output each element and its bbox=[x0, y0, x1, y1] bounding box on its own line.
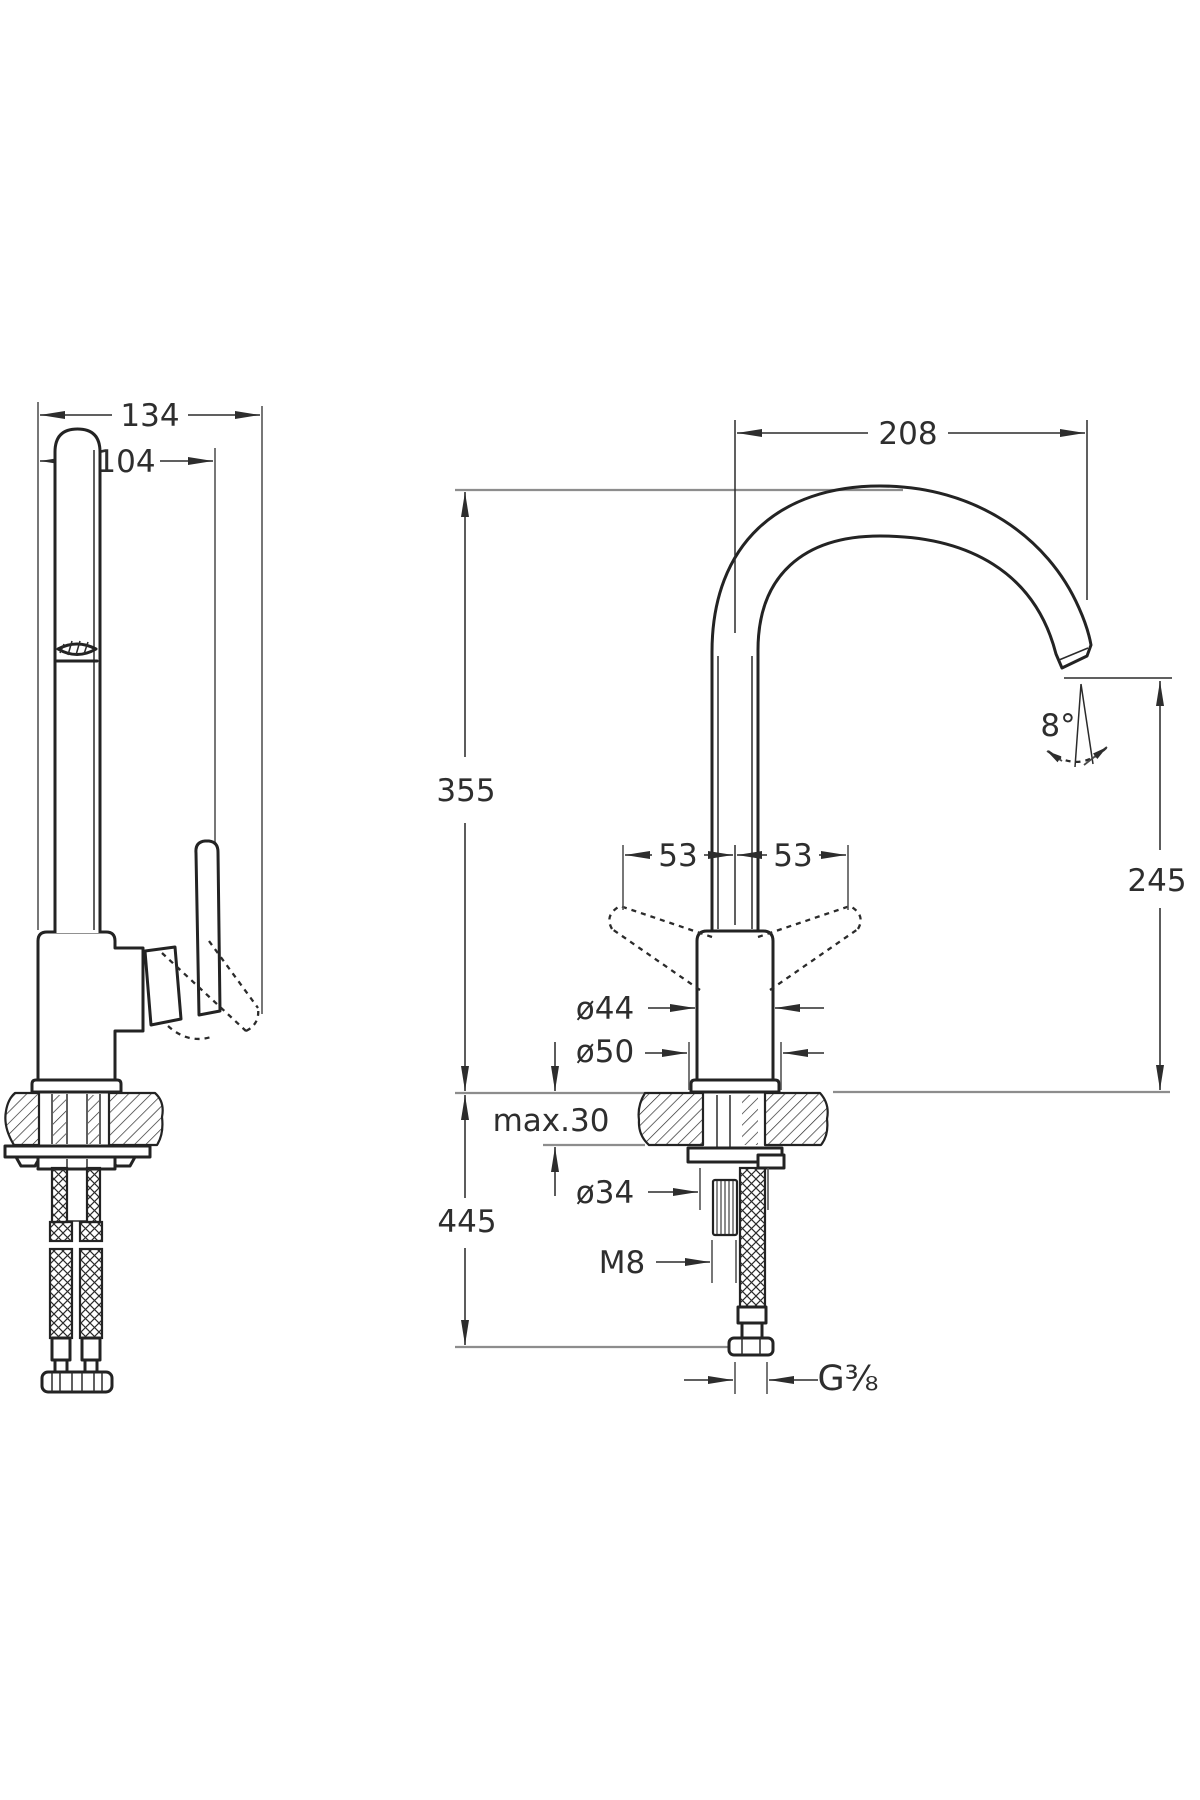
hose-fitting-neck bbox=[53, 1358, 69, 1374]
base-plate bbox=[30, 1078, 123, 1094]
faucet-body-outline bbox=[36, 930, 145, 1082]
handle-lever-swung-dashed bbox=[161, 940, 260, 1033]
hose-fitting-neck bbox=[83, 1358, 99, 1374]
shank-walls bbox=[51, 1094, 101, 1144]
base-plate bbox=[689, 1078, 781, 1094]
dim-label-outlet-angle: 8° bbox=[1040, 708, 1075, 744]
handle-swing-arc-dashed bbox=[167, 1025, 212, 1041]
washer-tab bbox=[14, 1155, 42, 1168]
handle-lever-left-dashed bbox=[608, 904, 713, 991]
shank-thread-hatch bbox=[53, 1095, 66, 1144]
spout-arc-outline bbox=[710, 484, 1093, 933]
front-view-dimensions: 208 355 445 max.30 53 53 bbox=[436, 416, 1186, 1399]
dim-label-spout-depth: 104 bbox=[96, 444, 155, 480]
shank-tube-walls bbox=[716, 1095, 731, 1147]
front-view-mounting bbox=[637, 1091, 829, 1357]
spout-tip-aerator-line bbox=[1058, 647, 1089, 661]
front-view: 208 355 445 max.30 53 53 bbox=[436, 416, 1186, 1399]
angle-arrow-right bbox=[1083, 746, 1108, 766]
hose-braid bbox=[738, 1166, 767, 1309]
dim-label-spout-reach: 208 bbox=[878, 416, 937, 452]
dim-label-outlet-height: 245 bbox=[1127, 863, 1186, 899]
hose-fitting bbox=[80, 1336, 102, 1362]
hose-fitting bbox=[736, 1305, 768, 1325]
countertop-hatch-right bbox=[107, 1091, 164, 1147]
side-view: 134 104 bbox=[3, 398, 263, 1394]
front-view-reference-lines bbox=[455, 488, 1170, 1349]
washer-step bbox=[756, 1153, 786, 1170]
hose-braid bbox=[78, 1247, 104, 1340]
dim-label-hose-connection: G⅜ bbox=[817, 1359, 878, 1399]
angle-legs bbox=[1074, 683, 1094, 768]
mounting-nut-block bbox=[36, 1155, 117, 1171]
angle-arrow-left bbox=[1046, 750, 1063, 763]
handle-lever-right-dashed bbox=[757, 904, 862, 991]
dim-label-height: 355 bbox=[436, 773, 495, 809]
aerator-hatch bbox=[59, 640, 89, 656]
dim-label-handle-swing-right: 53 bbox=[773, 838, 812, 874]
hose-braid bbox=[48, 1220, 74, 1243]
side-view-mounting bbox=[3, 1091, 164, 1394]
handle-hub bbox=[143, 945, 183, 1027]
countertop-hatch-left bbox=[4, 1091, 41, 1147]
side-view-faucet bbox=[30, 427, 260, 1094]
hose-fitting-neck bbox=[740, 1321, 764, 1340]
hose-nut-facets bbox=[741, 1338, 761, 1355]
dim-label-body-diameter: ø44 bbox=[576, 991, 634, 1027]
handle-lever bbox=[194, 839, 222, 1017]
shank-thread-hatch bbox=[742, 1095, 758, 1145]
side-view-dimensions: 134 104 bbox=[37, 398, 263, 1014]
shank-thread-hatch bbox=[88, 1095, 99, 1144]
hose-braid bbox=[50, 1166, 69, 1224]
hose-fitting bbox=[50, 1336, 72, 1362]
countertop-hatch-right bbox=[763, 1091, 829, 1147]
faucet-body-outline bbox=[695, 929, 775, 1082]
spout-column-outline bbox=[53, 427, 102, 933]
hose-nut-facets bbox=[51, 1372, 103, 1392]
hose-nut bbox=[727, 1336, 775, 1357]
dim-label-below-counter-length: 445 bbox=[437, 1204, 496, 1240]
hose-braid bbox=[85, 1166, 102, 1224]
dim-label-handle-swing-left: 53 bbox=[658, 838, 697, 874]
dim-label-max-counter-thickness: max.30 bbox=[493, 1103, 610, 1139]
mounting-washer bbox=[3, 1144, 152, 1159]
dim-label-base-diameter: ø50 bbox=[576, 1034, 634, 1070]
hose-braid bbox=[48, 1247, 74, 1340]
dim-label-overall-depth: 134 bbox=[120, 398, 179, 434]
hose-braid bbox=[78, 1220, 104, 1243]
threaded-stud bbox=[711, 1178, 739, 1237]
countertop-hatch-left bbox=[637, 1091, 705, 1147]
dim-label-fixing-thread: M8 bbox=[599, 1245, 645, 1281]
dim-label-hole-diameter: ø34 bbox=[576, 1175, 634, 1211]
front-view-faucet bbox=[608, 484, 1093, 1094]
